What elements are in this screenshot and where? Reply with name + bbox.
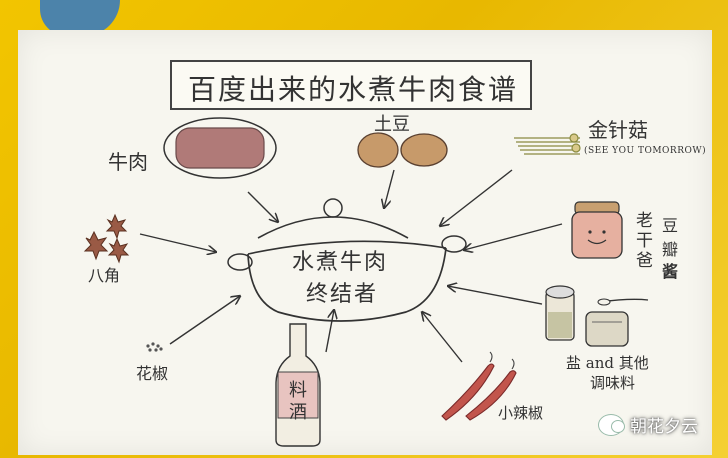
pot-label-line1: 水煮牛肉 bbox=[292, 250, 389, 275]
watermark: 朝花夕云 bbox=[598, 412, 698, 437]
page-title: 百度出来的水煮牛肉食谱 bbox=[188, 73, 519, 106]
chili-illustration bbox=[441, 351, 517, 421]
title-box bbox=[170, 60, 532, 110]
wine-bottle-illustration bbox=[275, 323, 321, 447]
beef-illustration bbox=[163, 117, 277, 179]
salt-shaker-illustration bbox=[545, 285, 575, 341]
star-anise-illustration bbox=[83, 213, 130, 264]
beef-label: 牛肉 bbox=[108, 150, 148, 174]
watermark-text: 朝花夕云 bbox=[630, 417, 698, 437]
laoganma-label-2: 干 bbox=[636, 231, 653, 251]
enoki-illustration bbox=[514, 133, 581, 155]
salt-label-line1: 盐 and 其他 bbox=[566, 354, 649, 372]
enoki-label: 金针菇 bbox=[588, 118, 648, 142]
bean-paste-label-2: 瓣 bbox=[662, 240, 679, 259]
potato-illustration bbox=[357, 132, 448, 168]
arrows bbox=[139, 169, 563, 363]
laoganma-label-1: 老 bbox=[636, 211, 653, 231]
pot-label-line2: 终结者 bbox=[306, 282, 379, 307]
pot-illustration bbox=[227, 198, 467, 322]
cooking-wine-label-1: 料 bbox=[289, 380, 307, 401]
star-anise-label: 八角 bbox=[88, 266, 121, 285]
sichuan-pepper-illustration bbox=[146, 342, 163, 352]
sichuan-pepper-label: 花椒 bbox=[136, 364, 169, 383]
bowl-spoon-illustration bbox=[585, 298, 649, 347]
bean-paste-label-3: 酱 bbox=[662, 262, 679, 281]
bean-paste-label-1: 豆 bbox=[662, 216, 679, 235]
wechat-logo-icon bbox=[598, 413, 625, 436]
cooking-wine-label-2: 酒 bbox=[289, 402, 307, 423]
potato-label: 土豆 bbox=[374, 114, 410, 135]
enoki-note: (SEE YOU TOMORROW) bbox=[584, 146, 707, 156]
salt-label-line2: 调味料 bbox=[590, 374, 636, 392]
laoganma-label-3: 爸 bbox=[636, 251, 653, 271]
chili-label: 小辣椒 bbox=[498, 404, 544, 422]
sauce-jar-illustration bbox=[571, 201, 623, 259]
